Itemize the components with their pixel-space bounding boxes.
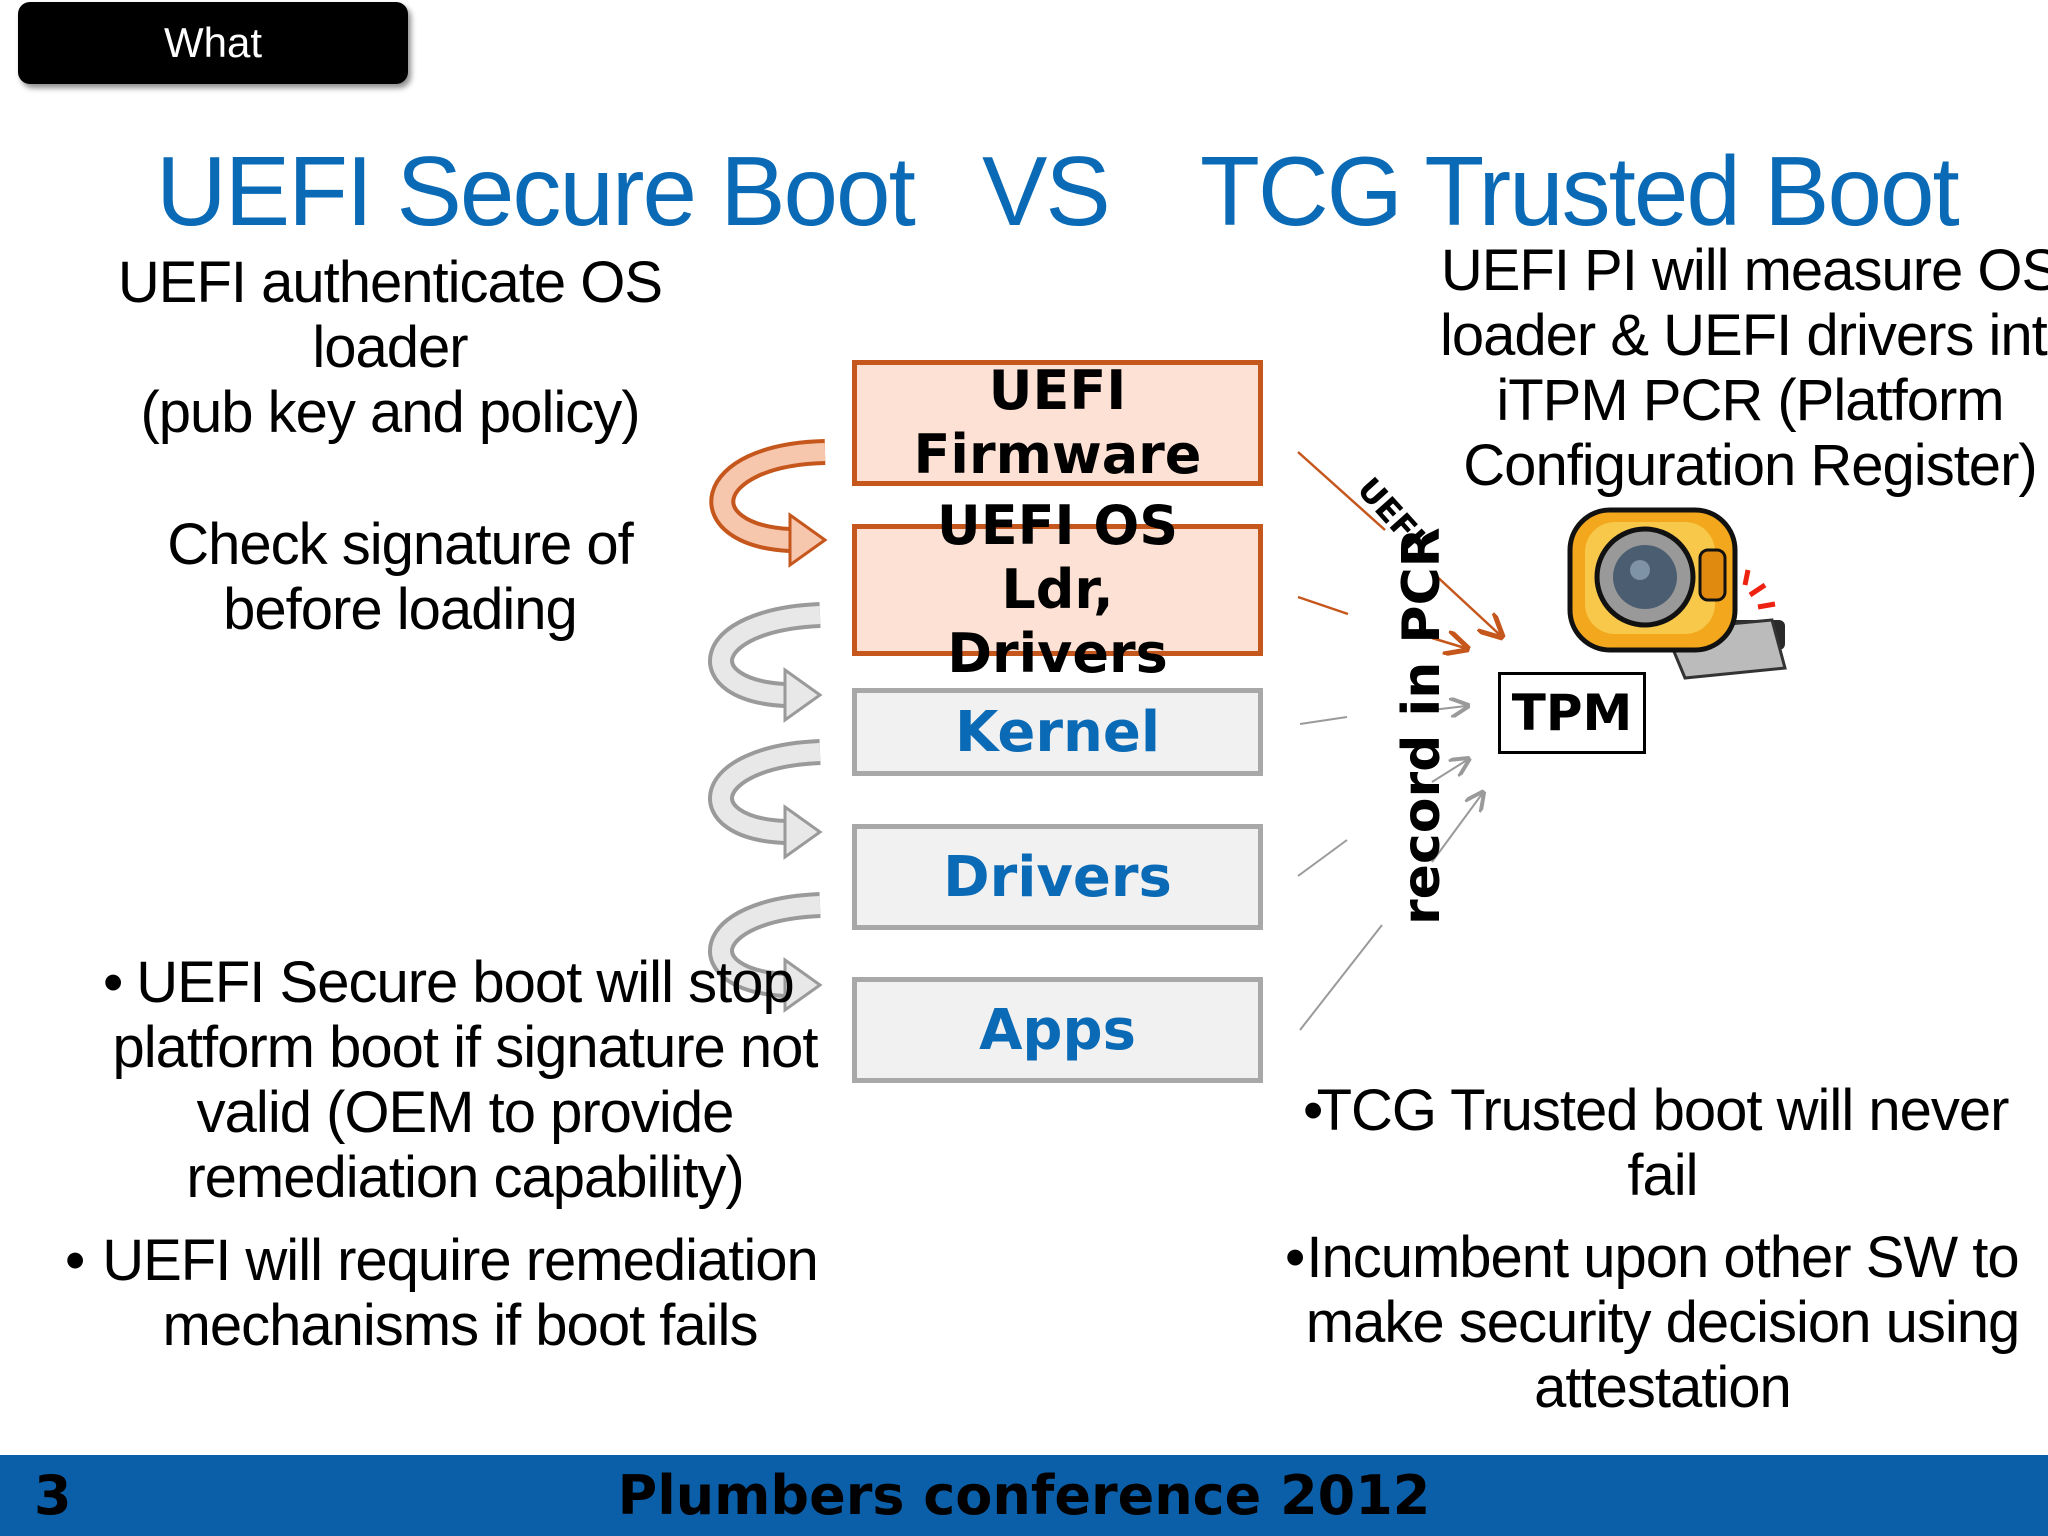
measure-line-loader (1297, 595, 1465, 648)
heading-trusted-boot: TCG Trusted Boot (1200, 136, 1960, 246)
stack-kernel: Kernel (852, 688, 1263, 776)
measure-text: UEFI PI will measure OS loader & UEFI dr… (1440, 238, 2048, 498)
boot-diagram-graphics (708, 439, 1787, 1031)
authenticate-text: UEFI authenticate OS loader (pub key and… (117, 250, 663, 445)
measure-line-apps (1299, 794, 1482, 1031)
measure-line-drivers (1297, 760, 1467, 877)
tpm-box: TPM (1498, 672, 1646, 754)
measure-line-kernel (1299, 706, 1466, 725)
left-bullet-1: • UEFI Secure boot will stop platform bo… (103, 950, 819, 1210)
stack-apps: Apps (852, 977, 1263, 1083)
curved-arrow-apps-icon (708, 892, 823, 1013)
record-in-pcr-label: record in PCR (1392, 527, 1452, 925)
heading-secure-boot: UEFI Secure Boot (156, 136, 916, 246)
measuring-tape-icon (1567, 507, 1787, 680)
check-signature-text: Check signature of before loading (167, 512, 634, 642)
curved-arrow-drivers-icon (708, 739, 823, 860)
right-bullet-2: • Incumbent upon other SW to make securi… (1285, 1225, 2020, 1420)
footer-bar (0, 1455, 2048, 1536)
stack-drivers: Drivers (852, 824, 1263, 930)
measure-line-firmware (1297, 451, 1500, 635)
curved-arrow-firmware-icon (709, 439, 828, 568)
right-bullet-1: • TCG Trusted boot will never fail (1303, 1078, 2009, 1208)
section-tag: What (18, 2, 408, 84)
left-bullet-2: • UEFI will require remediation mechanis… (65, 1228, 819, 1358)
heading-vs: VS (982, 136, 1111, 246)
footer-title: Plumbers conference 2012 (617, 1464, 1431, 1527)
curved-arrow-kernel-icon (708, 602, 823, 723)
page-number: 3 (34, 1464, 72, 1527)
